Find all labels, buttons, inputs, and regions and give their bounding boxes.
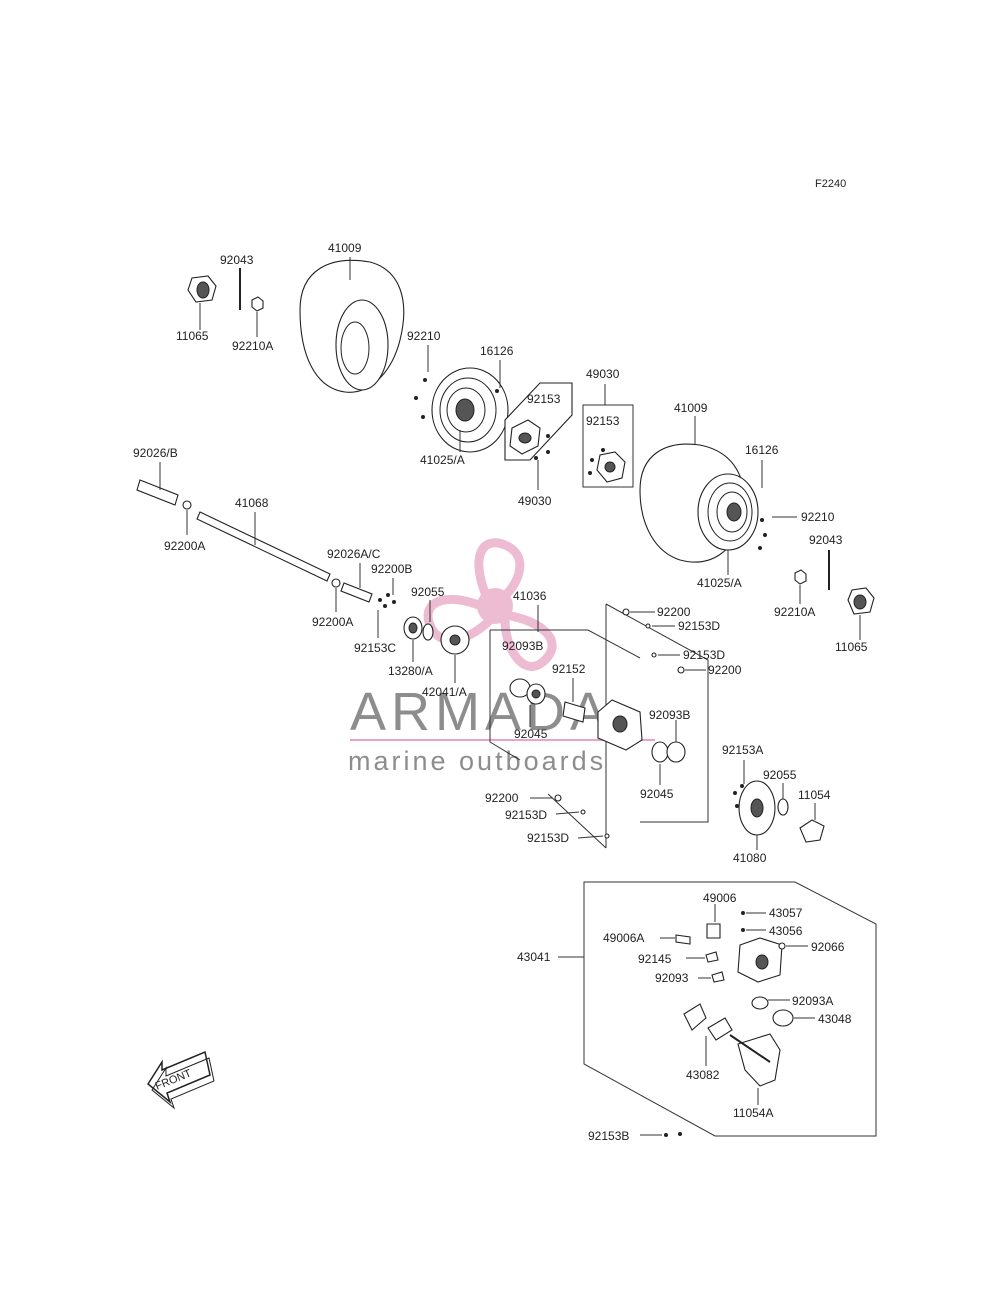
label-92043-top: 92043 <box>220 253 254 267</box>
label-41080: 41080 <box>733 851 767 865</box>
label-11054: 11054 <box>798 788 831 802</box>
label-92055-right: 92055 <box>763 768 797 782</box>
label-42041A: 42041/A <box>422 685 467 699</box>
brake-disc-41080 <box>738 780 776 836</box>
label-16126-right: 16126 <box>745 443 779 457</box>
watermark-tagline: marine outboards <box>348 746 606 776</box>
housing-41036 <box>597 699 643 751</box>
label-92093B-right: 92093B <box>649 708 690 722</box>
tire-41009-left <box>299 259 405 393</box>
label-13280A: 13280/A <box>388 664 433 678</box>
rim-41025A-left <box>431 367 509 453</box>
label-16126-left: 16126 <box>480 344 514 358</box>
nut-92210A-right <box>794 569 807 585</box>
label-49030-bottom: 49030 <box>518 494 552 508</box>
label-49006A: 49006A <box>603 931 644 945</box>
label-11054A: 11054A <box>733 1106 773 1120</box>
spacer-92152 <box>562 701 586 723</box>
label-41009-right: 41009 <box>674 401 708 415</box>
label-41025A-left: 41025/A <box>420 453 465 467</box>
label-49030-top: 49030 <box>586 367 620 381</box>
label-92153C: 92153C <box>354 641 396 655</box>
label-41036: 41036 <box>513 589 547 603</box>
bearing-92045-right <box>651 741 669 763</box>
lug-nut-right <box>847 587 875 615</box>
axle-shaft-41068 <box>136 479 331 582</box>
hub-13280A <box>403 616 423 640</box>
label-92045-left: 92045 <box>514 727 548 741</box>
rim-41025A-right <box>697 473 759 551</box>
label-92153D-bottom: 92153D <box>527 831 569 845</box>
label-92153A: 92153A <box>722 743 763 757</box>
nut-92210A-left <box>251 296 264 312</box>
sleeve-92026AC <box>340 582 373 603</box>
label-92210A-top: 92210A <box>232 339 273 353</box>
sprocket-42041A <box>440 625 470 655</box>
bleeder-49006 <box>706 923 721 939</box>
piston-43048 <box>772 1009 794 1027</box>
front-arrow-icon <box>147 1050 215 1110</box>
label-92045-right: 92045 <box>640 787 674 801</box>
label-92210-left: 92210 <box>407 329 441 343</box>
label-41025A-right: 41025/A <box>697 576 742 590</box>
hub-49030-left <box>504 382 573 461</box>
label-11065-left: 11065 <box>176 329 209 343</box>
figure-code: F2240 <box>815 178 846 190</box>
seal-92093A <box>751 996 769 1010</box>
label-92200-top: 92200 <box>657 605 691 619</box>
label-43082: 43082 <box>686 1068 720 1082</box>
bracket-11054A <box>729 1033 781 1087</box>
cap-11054 <box>799 819 825 843</box>
label-92153B: 92153B <box>588 1129 629 1143</box>
label-49006: 49006 <box>703 891 737 905</box>
oring-92055-left <box>422 623 434 641</box>
label-92200A-left: 92200A <box>164 539 205 553</box>
label-92153-hub1: 92153 <box>527 392 561 406</box>
label-92026AC: 92026A/C <box>327 547 381 561</box>
bearing-92093B-right <box>666 741 686 763</box>
label-92066: 92066 <box>811 940 845 954</box>
watermark-logo <box>423 538 557 671</box>
hub-49030-right <box>582 404 634 488</box>
pin-49006A <box>675 934 691 945</box>
label-92153D-mid: 92153D <box>683 648 725 662</box>
label-11065-right: 11065 <box>835 640 868 654</box>
label-92043-right: 92043 <box>809 533 843 547</box>
label-43041: 43041 <box>517 950 551 964</box>
caliper-assembly-box <box>583 881 877 1137</box>
label-92093A: 92093A <box>792 994 833 1008</box>
label-92093: 92093 <box>655 971 689 985</box>
lug-nut-left <box>187 275 217 303</box>
label-92200-low: 92200 <box>485 791 519 805</box>
label-92210-right: 92210 <box>801 510 835 524</box>
label-43056: 43056 <box>769 924 803 938</box>
label-41009-left: 41009 <box>328 241 362 255</box>
label-92153D-top: 92153D <box>678 619 720 633</box>
label-92152: 92152 <box>552 662 586 676</box>
oring-92055-right <box>777 798 789 816</box>
brake-pads-43082 <box>683 1003 733 1041</box>
label-92026B: 92026/B <box>133 446 178 460</box>
label-92200A-mid: 92200A <box>312 615 353 629</box>
label-43048: 43048 <box>818 1012 852 1026</box>
label-92200-mid: 92200 <box>708 663 742 677</box>
label-92153-hub2: 92153 <box>586 414 620 428</box>
label-41068: 41068 <box>235 496 269 510</box>
caliper-43041 <box>737 937 783 983</box>
label-92153D-low: 92153D <box>505 808 547 822</box>
label-92200B: 92200B <box>371 562 412 576</box>
label-92210A-right: 92210A <box>774 605 815 619</box>
label-43057: 43057 <box>769 906 803 920</box>
label-92055-left: 92055 <box>411 585 445 599</box>
label-92093B-left: 92093B <box>502 639 543 653</box>
label-92145: 92145 <box>638 952 672 966</box>
